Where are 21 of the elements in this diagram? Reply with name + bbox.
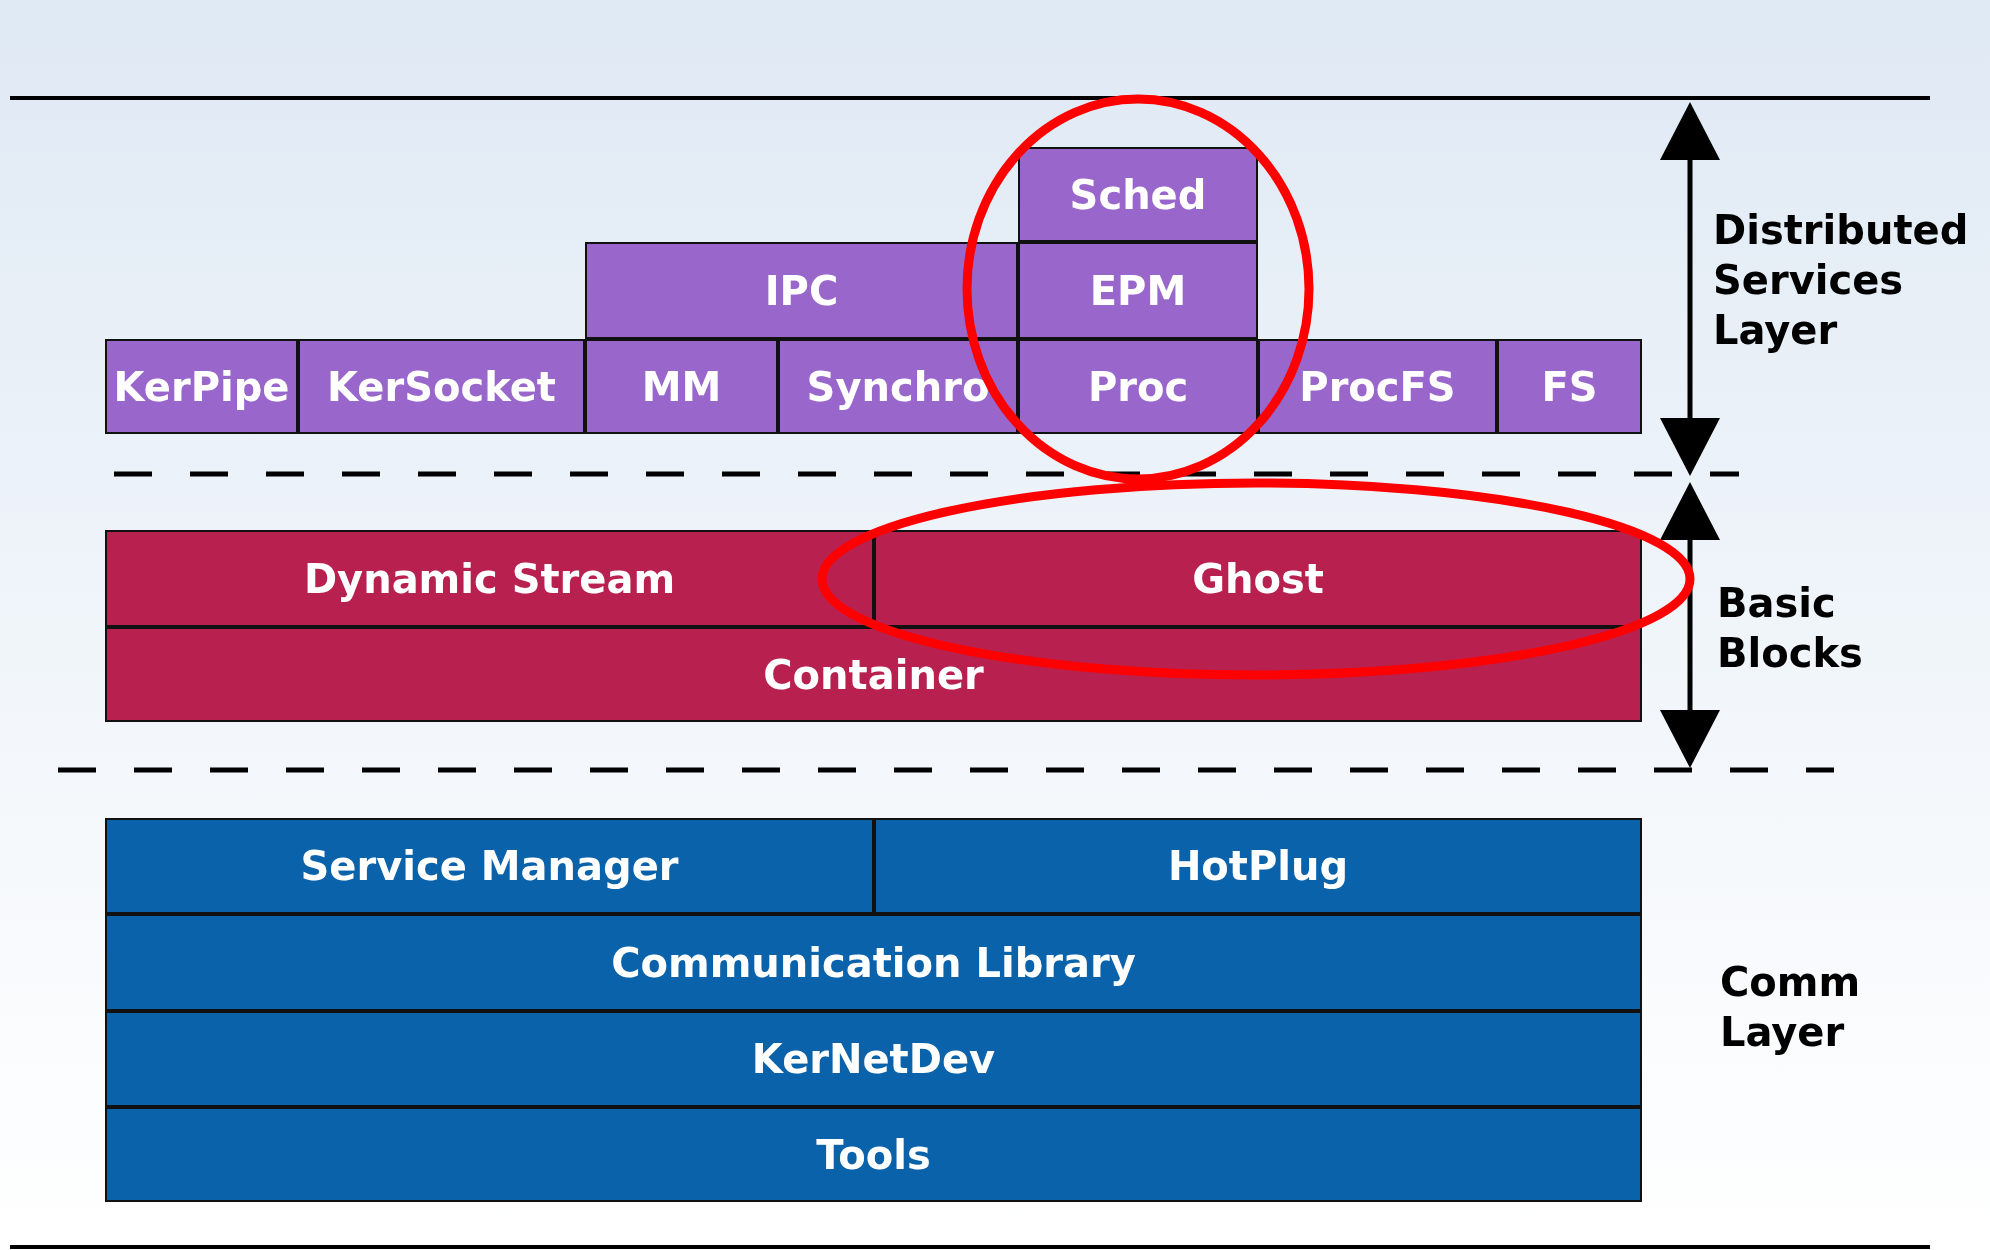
service-block: FS bbox=[1497, 339, 1642, 434]
service-block: Synchro bbox=[778, 339, 1018, 434]
comm-block: Communication Library bbox=[105, 914, 1642, 1011]
service-block: Proc bbox=[1018, 339, 1258, 434]
comm-block: Service Manager bbox=[105, 818, 874, 914]
comm-block: HotPlug bbox=[874, 818, 1642, 914]
service-block: KerSocket bbox=[298, 339, 585, 434]
layer-label: Comm Layer bbox=[1720, 958, 1862, 1057]
comm-block: KerNetDev bbox=[105, 1011, 1642, 1107]
service-block: IPC bbox=[585, 242, 1018, 339]
comm-block: Tools bbox=[105, 1107, 1642, 1202]
service-block: Sched bbox=[1018, 147, 1258, 242]
layer-label: Distributed Services Layer bbox=[1713, 206, 1970, 355]
basic-block: Ghost bbox=[874, 530, 1642, 627]
basic-block: Container bbox=[105, 627, 1642, 722]
basic-block: Dynamic Stream bbox=[105, 530, 874, 627]
service-block: KerPipe bbox=[105, 339, 298, 434]
service-block: EPM bbox=[1018, 242, 1258, 339]
service-block: MM bbox=[585, 339, 778, 434]
service-block: ProcFS bbox=[1258, 339, 1497, 434]
layer-label: Basic Blocks bbox=[1717, 579, 1864, 678]
